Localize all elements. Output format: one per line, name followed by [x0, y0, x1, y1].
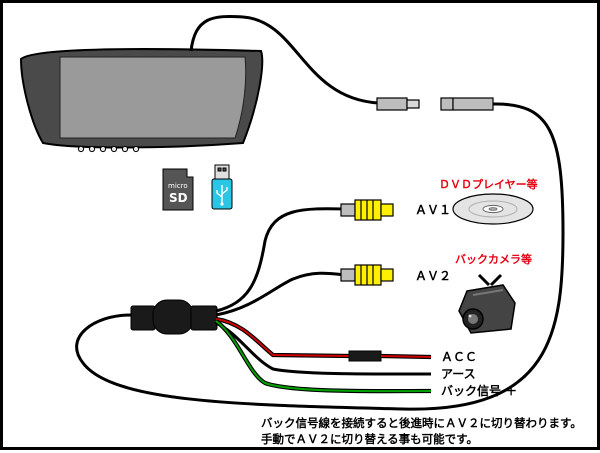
- av1-label: ＡＶ１: [415, 203, 452, 217]
- acc-fuse: [348, 350, 382, 362]
- acc-label: ＡＣＣ: [441, 350, 478, 364]
- microsd-card-icon: [162, 168, 194, 211]
- av1-cable: [215, 207, 346, 313]
- cable-connector-female: [440, 97, 494, 111]
- av2-label: ＡＶ２: [415, 269, 452, 283]
- note-line-1: バック信号線を接続すると後進時にＡＶ２に切り替わります。: [261, 416, 582, 430]
- usb-stick-icon: [211, 164, 233, 210]
- av2-cable: [215, 271, 346, 317]
- ground-wire: [215, 321, 432, 376]
- back-camera-label: バックカメラ等: [455, 253, 532, 266]
- microsd-label-sd: SD: [169, 191, 188, 205]
- av1-rca-plug: [340, 199, 394, 221]
- note-line-2: 手動でＡＶ２に切り替える事も可能です。: [261, 432, 479, 446]
- acc-wire-end-core: [380, 355, 432, 358]
- monitor-cable: [189, 15, 379, 105]
- microsd-label-micro: micro: [168, 182, 188, 190]
- reverse-signal-label: バック信号 ＋: [441, 384, 518, 398]
- monitor-buttons: [77, 145, 140, 153]
- dvd-player-label: ＤＶＤプレイヤー等: [439, 178, 538, 191]
- wiring-diagram: [19, 15, 565, 411]
- acc-wire-core: [215, 318, 352, 357]
- cable-connector-male: [376, 97, 420, 111]
- ground-label: アース: [441, 367, 476, 381]
- back-camera-icon: [458, 273, 516, 334]
- mirror-monitor: [19, 48, 264, 153]
- av2-rca-plug: [340, 264, 394, 286]
- junction-box: [130, 299, 218, 335]
- dvd-disc-icon: [452, 193, 534, 225]
- main-cable-loop: [75, 102, 565, 411]
- reverse-signal-wire-core: [215, 320, 432, 393]
